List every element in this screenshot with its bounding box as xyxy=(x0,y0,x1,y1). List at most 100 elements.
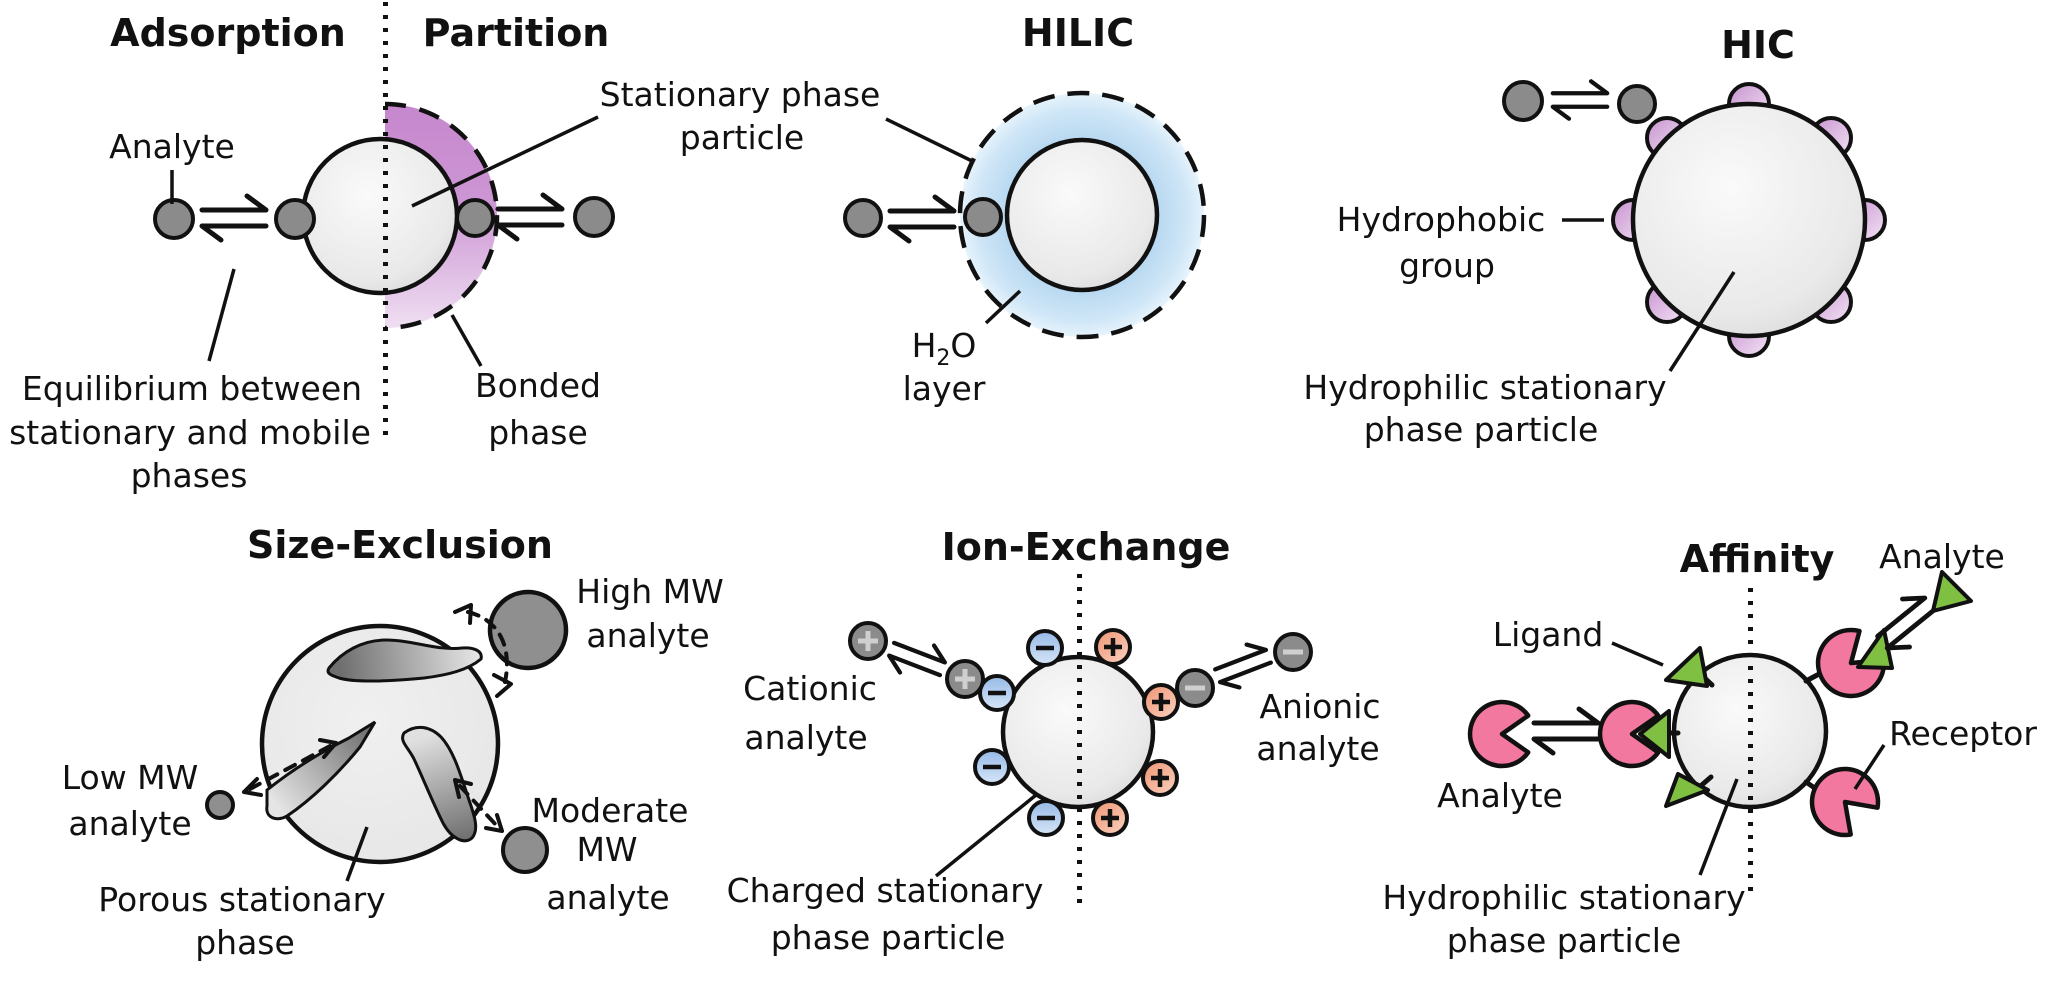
high-mw-label: analyte xyxy=(586,616,709,655)
anionic-analyte-icon xyxy=(1175,668,1215,708)
charged-particle-label: Charged stationary xyxy=(727,871,1044,910)
stationary-phase-label: Stationary phase xyxy=(600,75,881,114)
ligand-icon xyxy=(1664,646,1709,688)
cationic-analyte-label: analyte xyxy=(744,718,867,757)
pointer-line xyxy=(984,289,1022,325)
panel-ion-exchange: Ion-Exchange Cationic analyte Anionic an… xyxy=(727,525,1381,957)
panel-adsorption-partition: Adsorption Partition Analyte Equilibrium… xyxy=(9,2,1061,495)
analyte-label: Analyte xyxy=(109,127,235,166)
stationary-phase-label: particle xyxy=(680,118,804,157)
moderate-mw-label: Moderate xyxy=(532,791,689,830)
equilibrium-arrows-icon xyxy=(1534,709,1598,753)
equilibrium-arrows-icon xyxy=(885,632,949,686)
high-mw-analyte-circle xyxy=(487,589,569,671)
anionic-analyte-label: analyte xyxy=(1256,729,1379,768)
analyte-circle xyxy=(963,197,1003,237)
pointer-line xyxy=(207,268,236,362)
free-analyte-triangle-icon xyxy=(1931,570,1973,613)
low-mw-label: Low MW xyxy=(62,758,199,797)
panel-hic: HIC Hydrophobic group Hydrophilic statio… xyxy=(1303,23,1887,449)
cationic-analyte-label: Cationic xyxy=(743,669,877,708)
stationary-phase-particle xyxy=(300,136,460,296)
analyte-circle xyxy=(455,198,495,238)
equilibrium-arrows-icon xyxy=(1553,81,1607,118)
low-mw-analyte-circle xyxy=(205,790,235,820)
analyte-pacman-icon xyxy=(1467,699,1531,769)
pointer-line xyxy=(1853,744,1886,790)
anionic-analyte-label: Anionic xyxy=(1259,687,1380,726)
porous-phase-label: phase xyxy=(195,923,295,962)
ligand-label: Ligand xyxy=(1493,615,1604,654)
analyte-circle xyxy=(1502,80,1544,122)
hydrophobic-group-label: Hydrophobic xyxy=(1337,200,1546,239)
panel-affinity: Affinity Analyte Ligand xyxy=(1382,537,2037,960)
high-mw-label: High MW xyxy=(576,572,723,611)
bonded-phase-label: phase xyxy=(488,413,588,452)
analyte-label: Analyte xyxy=(1879,537,2005,576)
analyte-circle xyxy=(153,198,195,240)
equilibrium-label: stationary and mobile xyxy=(9,413,371,452)
moderate-mw-label: MW xyxy=(576,830,637,869)
receptor-icon xyxy=(1815,627,1887,699)
hydrophilic-particle-label: phase particle xyxy=(1447,921,1682,960)
bonded-phase-dashed-arc xyxy=(384,101,500,331)
moderate-mw-analyte-circle xyxy=(501,826,549,874)
ion-exchange-title: Ion-Exchange xyxy=(942,525,1231,569)
cationic-analyte-icon xyxy=(945,659,985,699)
hydrophilic-particle-label: Hydrophilic stationary xyxy=(1303,368,1666,407)
affinity-title: Affinity xyxy=(1680,537,1835,581)
ligand-icon xyxy=(1638,709,1671,759)
pointer-line xyxy=(1611,641,1664,667)
minus-site-icon xyxy=(1027,799,1065,837)
moderate-mw-path-arrow xyxy=(453,778,504,833)
analyte-pacman-icon xyxy=(1597,699,1661,769)
receptor-label: Receptor xyxy=(1889,714,2037,753)
pointer-line xyxy=(1698,778,1739,876)
minus-site-icon xyxy=(973,748,1011,786)
hic-title: HIC xyxy=(1721,23,1795,67)
equilibrium-arrows-icon xyxy=(1211,639,1275,693)
h2o-layer-label: H2O xyxy=(912,326,977,371)
minus-site-icon xyxy=(978,674,1016,712)
analyte-circle xyxy=(274,198,316,240)
plus-site-icon xyxy=(1091,799,1129,837)
pore-shape xyxy=(401,725,478,843)
pointer-line xyxy=(1668,271,1736,372)
panel-hilic: HILIC H2O layer xyxy=(843,11,1207,408)
bonded-phase-label: Bonded xyxy=(475,366,601,405)
plus-site-icon xyxy=(1142,683,1180,721)
pore-shape xyxy=(326,638,483,683)
panel-size-exclusion: Size-Exclusion High MW analyte Low MW an… xyxy=(62,523,724,962)
excluded-path-arrow xyxy=(453,603,513,698)
pointer-line xyxy=(934,793,1038,878)
charged-particle-label: phase particle xyxy=(771,918,1006,957)
plus-site-icon xyxy=(1141,759,1179,797)
partition-title: Partition xyxy=(423,11,610,55)
anion-sites xyxy=(973,629,1065,837)
cation-sites xyxy=(1091,628,1180,837)
stationary-phase-particle xyxy=(1630,101,1868,339)
analyte-circle xyxy=(843,198,883,238)
equilibrium-arrows-icon xyxy=(890,197,954,241)
equilibrium-label: phases xyxy=(131,456,248,495)
pointer-line xyxy=(345,826,369,882)
low-mw-label: analyte xyxy=(68,804,191,843)
porous-phase-label: Porous stationary xyxy=(98,880,385,919)
moderate-mw-label: analyte xyxy=(546,878,669,917)
ligand-icon xyxy=(1664,772,1710,808)
pore-shape xyxy=(265,720,377,821)
analyte-label: Analyte xyxy=(1437,776,1563,815)
h2o-layer-label: layer xyxy=(903,369,986,408)
hydrophilic-particle-label: phase particle xyxy=(1364,410,1599,449)
minus-site-icon xyxy=(1026,629,1064,667)
equilibrium-arrows-icon xyxy=(202,196,266,240)
ligand-triangles xyxy=(1638,646,1710,808)
low-mw-path-arrow xyxy=(242,738,338,797)
cationic-analyte-icon xyxy=(848,621,888,661)
adsorption-title: Adsorption xyxy=(110,11,346,55)
anionic-analyte-icon xyxy=(1273,632,1313,672)
equilibrium-label: Equilibrium between xyxy=(22,369,362,408)
size-exclusion-title: Size-Exclusion xyxy=(247,523,553,567)
receptor-icon xyxy=(1809,766,1881,838)
